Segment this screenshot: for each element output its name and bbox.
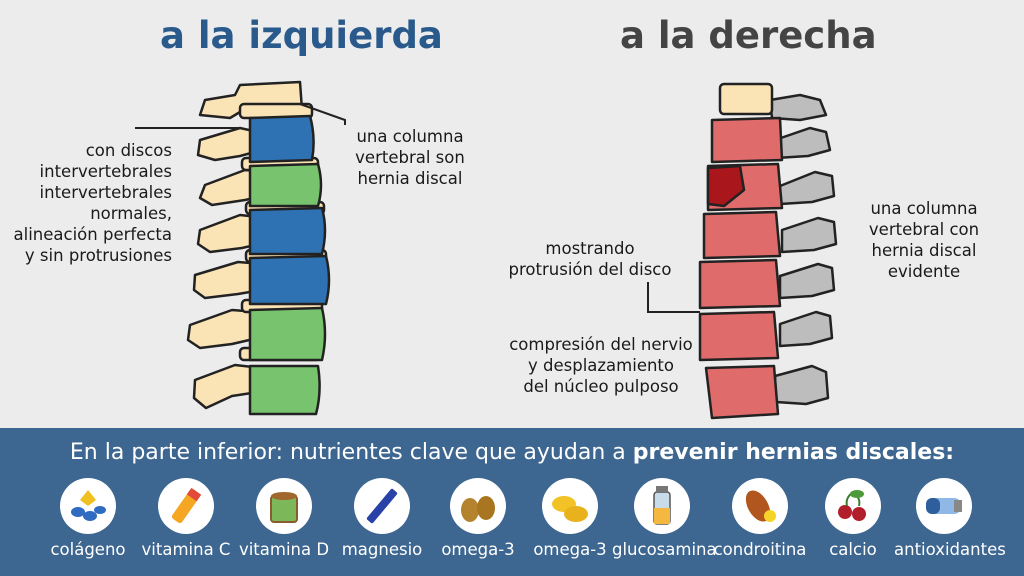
nutrient-item: vitamina D: [234, 478, 334, 559]
nutrient-item: condroitina: [710, 478, 810, 559]
label-protrusion: mostrando protrusión del disco: [508, 239, 672, 279]
title-left: a la izquierda: [160, 14, 443, 57]
title-right: a la derecha: [620, 14, 877, 57]
spine-illustration: [135, 80, 838, 420]
nutrient-item: antioxidantes: [894, 478, 1006, 559]
nutrients-heading: En la parte inferior: nutrientes clave q…: [69, 440, 955, 465]
calcium-icon: [825, 478, 881, 534]
omega3-capsules-icon: [542, 478, 598, 534]
left-leader-lines: [135, 103, 346, 129]
nutrient-item: omega-3: [428, 478, 528, 559]
chondroitin-icon: [732, 478, 788, 534]
nutrient-name: antioxidantes: [894, 540, 1006, 559]
label-right-column: una columna vertebral con hernia discal …: [868, 199, 980, 281]
nutrient-item: vitamina C: [136, 478, 236, 559]
nutrient-name: vitamina D: [238, 540, 330, 559]
glucosamine-icon: [634, 478, 690, 534]
nutrient-name: glucosamina: [612, 540, 717, 559]
nutrient-name: omega-3: [441, 540, 515, 559]
nutrient-item: magnesio: [332, 478, 432, 559]
nutrient-item: omega-3: [520, 478, 620, 559]
nutrient-name: vitamina C: [141, 540, 231, 559]
label-left-column: una columna vertebral son hernia discal: [355, 127, 465, 188]
nutrient-name: condroitina: [713, 540, 807, 559]
nutrient-item: glucosamina: [612, 478, 717, 559]
nutrient-name: magnesio: [341, 540, 423, 559]
nutrient-item: calcio: [803, 478, 903, 559]
antioxidants-icon: [916, 478, 972, 534]
left-spine: [186, 80, 331, 416]
nutrients-list: colágeno vitamina C vitamina D magnesio …: [0, 478, 1024, 568]
vitamin-d-icon: [256, 478, 312, 534]
nutrient-name: omega-3: [533, 540, 607, 559]
label-normal-discs: con discos intervertebrales intervertebr…: [13, 141, 172, 265]
right-spine: [698, 82, 838, 420]
right-leader-lines: [647, 282, 700, 313]
label-compression: compresión del nervio y desplazamiento d…: [509, 335, 693, 396]
nutrient-name: colágeno: [50, 540, 126, 559]
nutrient-item: colágeno: [38, 478, 138, 559]
magnesium-icon: [354, 478, 410, 534]
omega3-nuts-icon: [450, 478, 506, 534]
nutrient-name: calcio: [829, 540, 877, 559]
vitamin-c-icon: [158, 478, 214, 534]
collagen-icon: [60, 478, 116, 534]
